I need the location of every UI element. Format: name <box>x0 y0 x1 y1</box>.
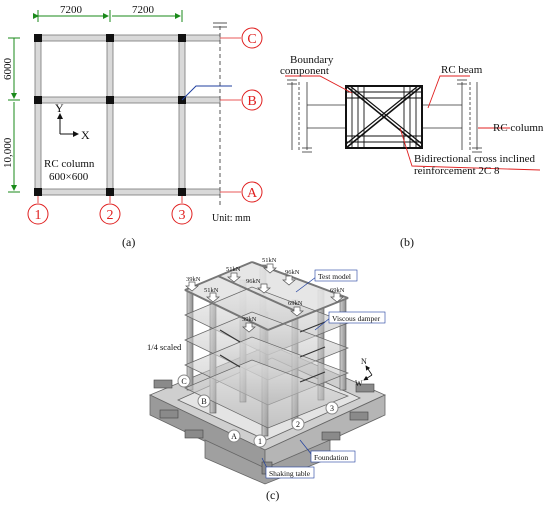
axis-x-label: X <box>81 128 90 142</box>
load-label-3: 51kN <box>204 287 219 294</box>
dim-y2-label: 10,000 <box>2 137 14 168</box>
load-label-1: 39kN <box>186 276 201 283</box>
svg-text:2: 2 <box>296 420 300 429</box>
roof-beams <box>184 261 349 331</box>
load-label-8: 69kN <box>330 287 345 294</box>
load-label-2: 51kN <box>226 266 241 273</box>
panel-a-plan: 7200 7200 6000 10,000 <box>2 4 263 249</box>
xy-axes-icon <box>57 113 79 137</box>
svg-text:Test model: Test model <box>318 272 351 281</box>
load-arrows <box>185 263 344 333</box>
dim-x2-label: 7200 <box>132 4 155 16</box>
axis-bubble-3d-1: 1 <box>253 434 267 448</box>
callout-test-model: Test model <box>295 269 358 293</box>
axis-bubble-3d-2: 2 <box>291 417 305 431</box>
load-label-9: 39kN <box>242 316 257 323</box>
detail-leader <box>181 85 232 101</box>
panel-b-detail: Boundary component RC beam RC column Bid… <box>280 54 544 249</box>
caption-b: (b) <box>400 235 414 249</box>
axis-bubble-3: 3 <box>171 203 193 225</box>
dim-x1-label: 7200 <box>60 4 83 16</box>
viscous-dampers <box>219 321 326 383</box>
axis-bubble-2: 2 <box>99 203 121 225</box>
boundary-label-1: Boundary <box>290 54 334 66</box>
rc-column-size: 600×600 <box>49 171 89 183</box>
svg-text:A: A <box>247 186 258 201</box>
svg-text:1: 1 <box>35 208 42 223</box>
axis-bubble-1: 1 <box>27 203 49 225</box>
rebar-label-2: reinforcement 2C 8 <box>414 165 500 177</box>
load-label-5: 51kN <box>262 257 277 264</box>
callout-foundation: Foundation <box>299 439 356 463</box>
axis-bubble-3d-b: B <box>197 394 211 408</box>
joint-cross-reinforcement <box>345 85 423 149</box>
right-column-outline <box>457 79 482 153</box>
unit-label: Unit: mm <box>212 213 251 224</box>
svg-text:B: B <box>247 94 256 109</box>
svg-text:1: 1 <box>258 437 262 446</box>
load-label-6: 96kN <box>285 269 300 276</box>
axis-bubble-b: B <box>241 89 263 111</box>
axis-bubble-a: A <box>241 181 263 203</box>
svg-text:Foundation: Foundation <box>314 453 348 462</box>
rebar-label-1: Bidirectional cross inclined <box>414 153 535 165</box>
dim-y1-label: 6000 <box>2 58 14 81</box>
axis-bubble-c: C <box>241 27 263 49</box>
actuators <box>153 379 375 475</box>
svg-text:Shaking table: Shaking table <box>269 469 311 478</box>
axis-y-label: Y <box>55 101 64 115</box>
load-label-7: 69kN <box>288 300 303 307</box>
panel-b-leaders <box>285 75 541 171</box>
axis-bubble-3d-3: 3 <box>325 401 339 415</box>
callout-shaking-table: Shaking table <box>261 457 315 479</box>
caption-a: (a) <box>122 235 135 249</box>
grid-axis-leaders <box>37 37 241 203</box>
svg-text:C: C <box>181 377 186 386</box>
boundary-label-2: component <box>280 65 329 77</box>
axis-bubble-3d-a: A <box>227 429 241 443</box>
compass-west: W <box>355 379 363 388</box>
panel-c-test-model: 39kN 51kN 51kN 96kN 51kN 96kN 69kN 69kN … <box>147 257 386 502</box>
compass-north: N <box>361 357 367 366</box>
svg-text:2: 2 <box>107 208 114 223</box>
rc-column-label: RC column <box>44 158 95 170</box>
svg-text:Viscous damper: Viscous damper <box>332 314 381 323</box>
scale-label: 1/4 scaled <box>147 342 182 352</box>
load-label-4: 96kN <box>246 278 261 285</box>
break-marks <box>213 22 227 28</box>
left-column-outline <box>287 79 312 153</box>
svg-text:3: 3 <box>330 404 334 413</box>
axis-bubble-3d-c: C <box>177 374 191 388</box>
compass-icon <box>363 365 373 381</box>
dimension-lines <box>8 10 183 193</box>
svg-text:A: A <box>231 432 237 441</box>
rc-beam-label: RC beam <box>441 64 483 76</box>
svg-text:C: C <box>247 32 256 47</box>
svg-text:3: 3 <box>179 208 186 223</box>
caption-c: (c) <box>266 488 279 502</box>
callout-viscous-damper: Viscous damper <box>314 311 386 331</box>
rc-column-label-b: RC column <box>493 122 544 134</box>
svg-text:B: B <box>201 397 206 406</box>
